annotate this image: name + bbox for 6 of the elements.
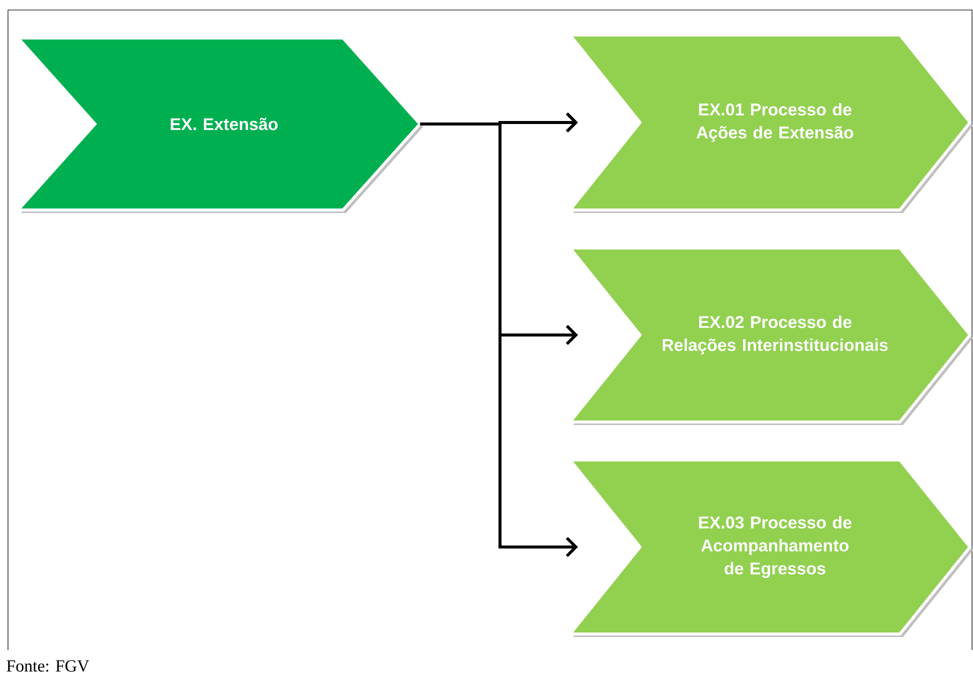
chevron-box: EX.03 Processo de Acompanhamento de Egressos xyxy=(566,458,973,637)
chevron-box: EX.01 Processo de Ações de Extensão xyxy=(566,34,973,213)
arrow xyxy=(420,122,578,558)
caption: Fonte: FGV xyxy=(6,660,90,672)
chevron-box: EX. Extensão xyxy=(14,36,423,213)
chevron-box: EX.02 Processo de Relações Interinstitucionais xyxy=(566,246,973,425)
